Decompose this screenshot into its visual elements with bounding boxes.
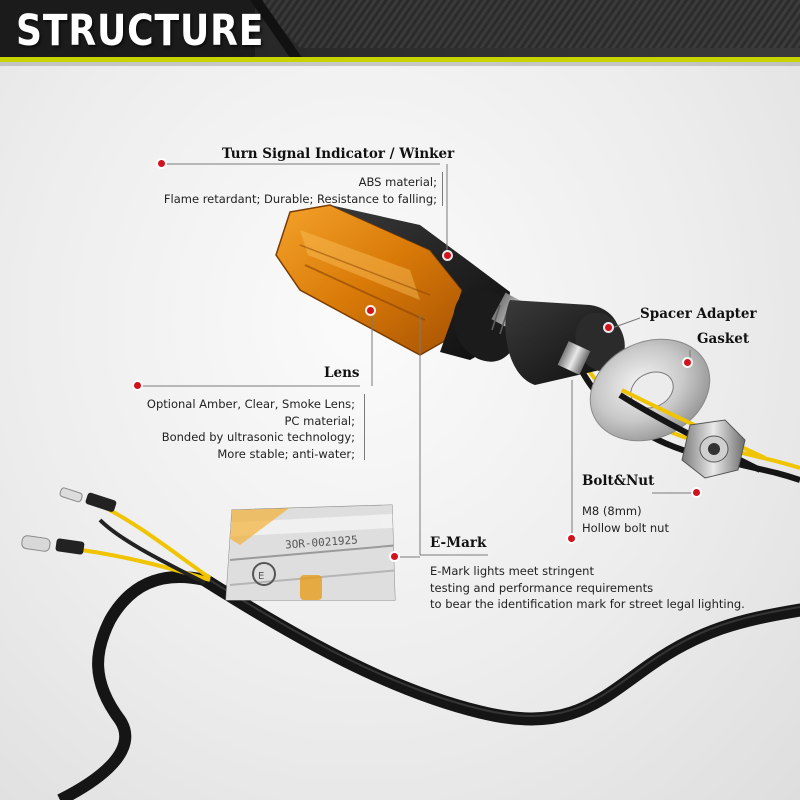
bolt-nut-line: Hollow bolt nut [582, 520, 669, 535]
main-cable [198, 573, 800, 726]
spacer-adapter-title: Spacer Adapter [640, 306, 757, 322]
lens-desc-bar [364, 394, 365, 460]
lens-line: Optional Amber, Clear, Smoke Lens; [146, 397, 355, 411]
lens-line: More stable; anti-water; [217, 446, 355, 461]
svg-text:E: E [258, 571, 264, 582]
emark-line: to bear the identification mark for stre… [430, 597, 745, 611]
emark-inset-dot [391, 553, 398, 560]
lens-title: Lens [324, 365, 360, 381]
leader-lines [139, 163, 697, 558]
wire-connector [85, 492, 117, 512]
turn-signal-desc-bar [442, 172, 443, 206]
lens-line: Bonded by ultrasonic technology; [161, 430, 355, 444]
emark-description: E-Mark lights meet stringent testing and… [430, 563, 745, 613]
lens-line: PC material; [284, 413, 356, 428]
emark-line: E-Mark lights meet stringent [430, 564, 594, 578]
structure-banner [0, 0, 800, 66]
lens-target-dot [367, 307, 374, 314]
wire-connector [55, 538, 85, 555]
bolt-nut-title: Bolt&Nut [582, 473, 655, 489]
turn-signal-title: Turn Signal Indicator / Winker [222, 146, 455, 162]
lens-description: Optional Amber, Clear, Smoke Lens; PC ma… [147, 396, 355, 462]
bolt-nut-marker-dot [568, 535, 575, 542]
bolt-nut-target-dot [693, 489, 700, 496]
bolt-nut-description: M8 (8mm) Hollow bolt nut [582, 503, 669, 536]
turn-signal-target-dot [444, 252, 451, 259]
gasket-title: Gasket [697, 331, 750, 347]
spacer-adapter-target-dot [605, 324, 612, 331]
emark-inset: E [225, 504, 396, 601]
lens-marker-dot [134, 382, 141, 389]
gasket-target-dot [684, 359, 691, 366]
hex-nut [681, 419, 746, 479]
bolt-nut-line: M8 (8mm) [582, 504, 642, 518]
turn-signal-line: ABS material; [358, 175, 437, 189]
turn-signal-description: ABS material; Flame retardant; Durable; … [164, 174, 437, 207]
emark-title: E-Mark [430, 535, 487, 551]
emark-line: testing and performance requirements [430, 580, 654, 595]
turn-signal-line: Flame retardant; Durable; Resistance to … [163, 191, 437, 206]
banner-accent-stripe [0, 57, 800, 62]
amber-lens [275, 204, 463, 356]
turn-signal-marker-dot [158, 160, 165, 167]
banner-title: STRUCTURE [16, 6, 265, 56]
